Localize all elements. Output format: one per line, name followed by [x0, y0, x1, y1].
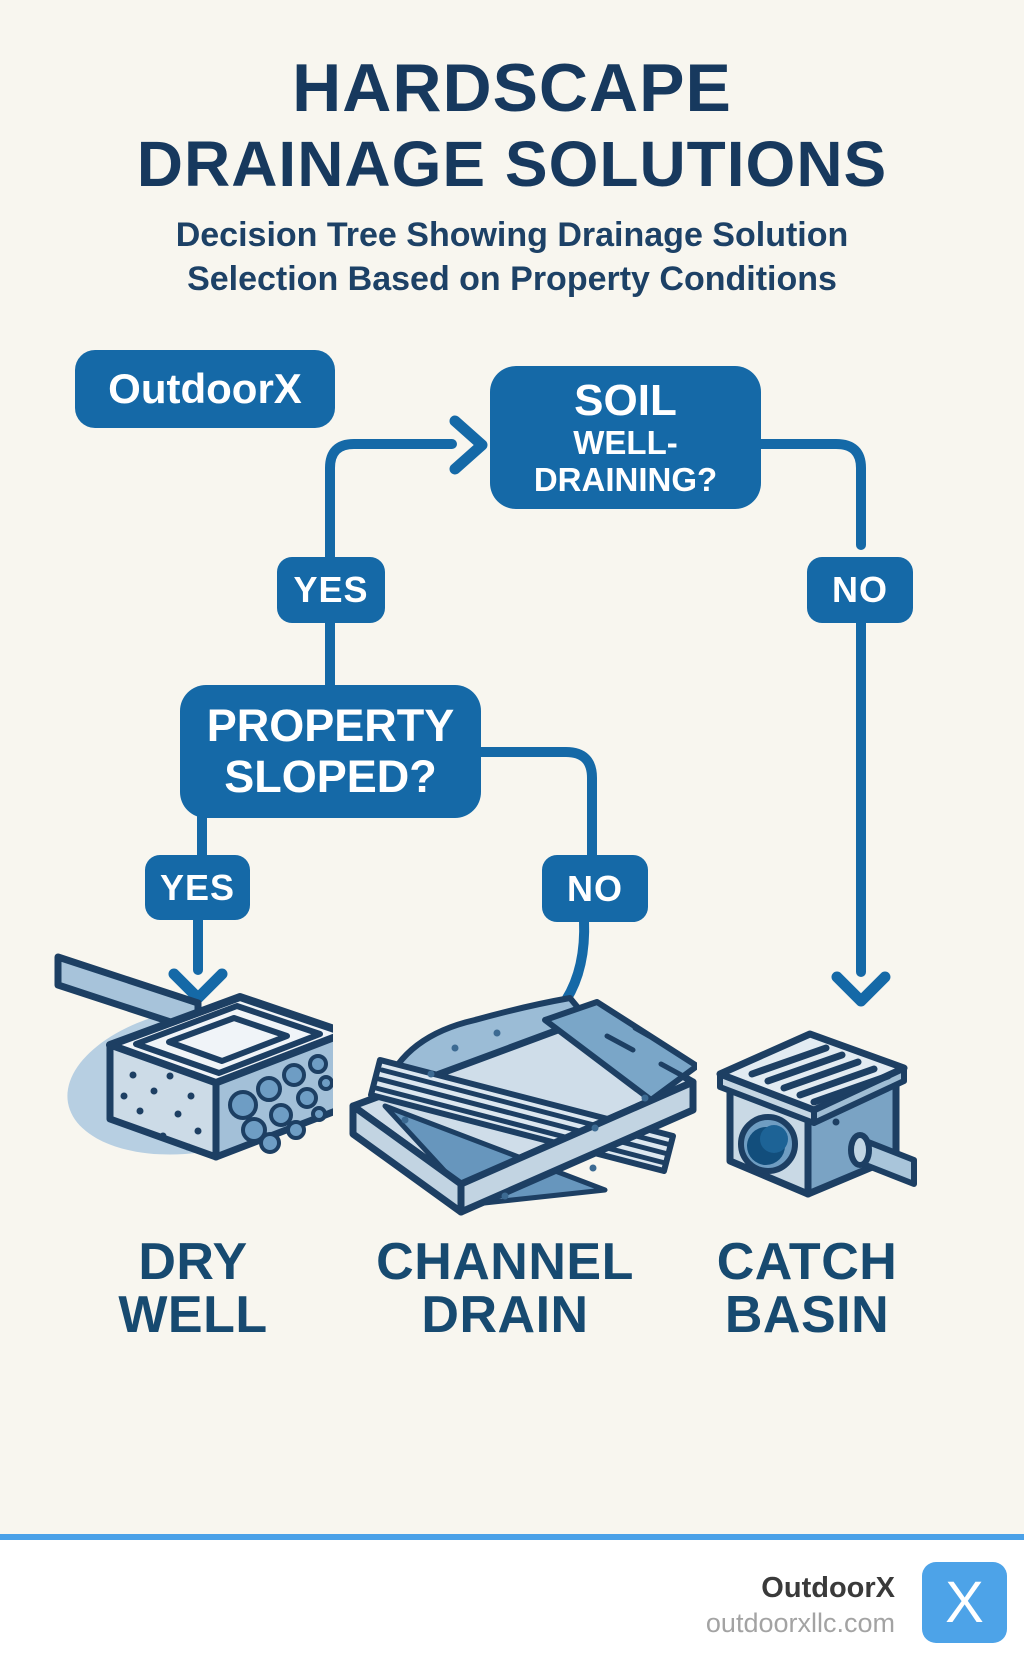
branch-badge-soil-yes: YES: [277, 557, 385, 623]
node-property-line2: SLOPED?: [224, 750, 437, 802]
node-soil-well-draining: SOIL WELL-DRAINING?: [490, 366, 761, 509]
dry-well-label-line2: WELL: [118, 1286, 268, 1344]
catch-basin-label-line2: BASIN: [724, 1286, 890, 1344]
node-soil-line2: WELL-DRAINING?: [533, 424, 718, 499]
channel-drain-label-line2: DRAIN: [421, 1286, 589, 1344]
catch-basin-icon: [716, 1030, 917, 1198]
footer-logo: X: [922, 1562, 1007, 1643]
node-property-sloped: PROPERTY SLOPED?: [180, 685, 481, 818]
page-subtitle-line1: Decision Tree Showing Drainage Solution: [175, 216, 849, 254]
page-subtitle-line2: Selection Based on Property Conditions: [187, 260, 837, 298]
channel-drain-label-line1: CHANNEL: [376, 1233, 634, 1291]
connector-yes-top-to-soil: [325, 439, 457, 564]
footer-brand-text: OutdoorX: [761, 1572, 895, 1604]
page-title-line1: HARDSCAPE: [292, 50, 732, 126]
footer-logo-x-icon: X: [945, 1570, 984, 1635]
arrowhead-into-catch-basin-icon: [831, 971, 891, 1007]
arrowhead-into-soil-icon: [449, 415, 488, 475]
branch-badge-soil-no: NO: [807, 557, 913, 623]
dry-well-icon: [54, 953, 333, 1161]
catch-basin-label-line1: CATCH: [716, 1233, 898, 1291]
footer-divider-line: [0, 1534, 1024, 1540]
outcome-label-channel-drain: CHANNEL DRAIN: [355, 1236, 655, 1342]
dry-well-label-line1: DRY: [138, 1233, 248, 1291]
branch-badge-property-yes: YES: [145, 855, 250, 920]
connector-property-to-no-center: [476, 747, 597, 862]
connector-soil-to-no-right: [756, 439, 866, 550]
node-soil-line1: SOIL: [574, 375, 677, 425]
footer-website-text: outdoorxllc.com: [705, 1608, 895, 1638]
branch-badge-property-no: NO: [542, 855, 648, 922]
outcome-label-dry-well: DRY WELL: [40, 1236, 346, 1342]
outcome-label-catch-basin: CATCH BASIN: [655, 1236, 959, 1342]
brand-badge-label: OutdoorX: [108, 365, 302, 413]
brand-badge: OutdoorX: [75, 350, 335, 428]
page-title-line2: DRAINAGE SOLUTIONS: [136, 128, 888, 200]
channel-drain-icon: [349, 995, 697, 1216]
node-property-line1: PROPERTY: [206, 700, 455, 752]
footer: OutdoorX outdoorxllc.com X: [0, 1540, 1024, 1666]
